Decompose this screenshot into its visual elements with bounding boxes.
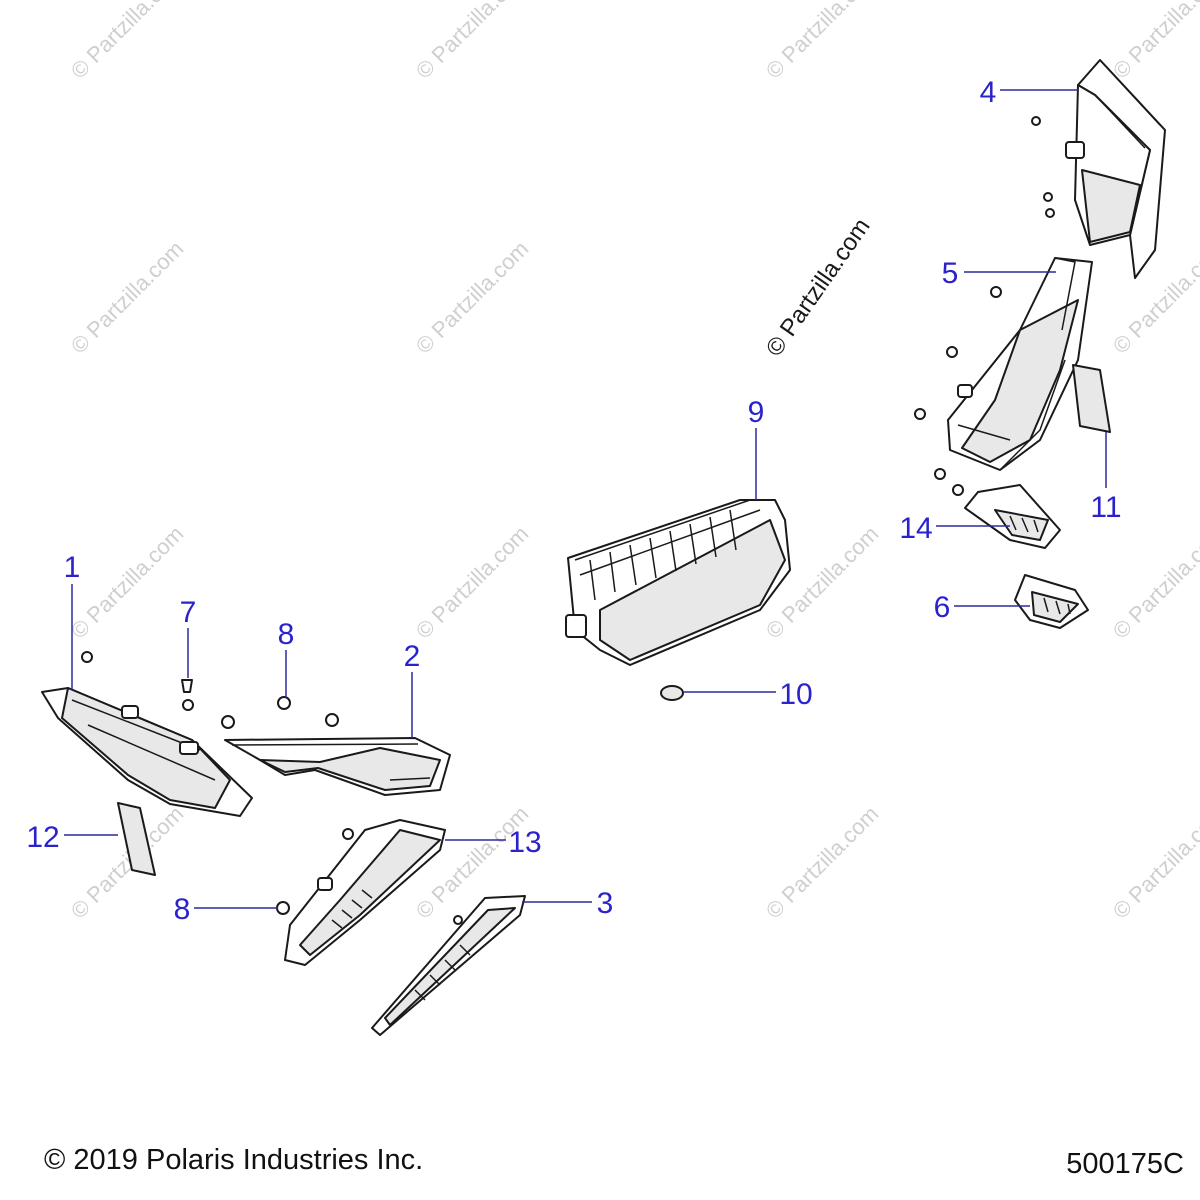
watermark: © Partzilla.com <box>761 801 884 924</box>
callout-9: 9 <box>748 396 765 429</box>
leader-lines <box>64 89 1107 909</box>
callout-8-upper: 8 <box>278 618 295 651</box>
callout-10: 10 <box>779 678 812 711</box>
watermark-main: © Partzilla.com <box>761 213 876 361</box>
part-14-lamp <box>964 484 1061 549</box>
callout-8-lower: 8 <box>174 893 191 926</box>
watermark: © Partzilla.com <box>411 236 534 359</box>
part-10-grommet <box>660 685 684 701</box>
callout-1: 1 <box>64 551 81 584</box>
part-2-lamp <box>224 737 451 796</box>
copyright-text: © 2019 Polaris Industries Inc. <box>44 1144 424 1176</box>
callout-3: 3 <box>597 887 614 920</box>
callout-13: 13 <box>508 826 541 859</box>
part-4-housing <box>1031 59 1166 279</box>
watermark: © Partzilla.com <box>1108 236 1200 359</box>
watermark: © Partzilla.com <box>1108 801 1200 924</box>
watermark: © Partzilla.com <box>66 0 189 84</box>
callout-2: 2 <box>404 640 421 673</box>
watermark: © Partzilla.com <box>411 521 534 644</box>
part-11-lens <box>1072 364 1111 433</box>
callout-5: 5 <box>942 257 959 290</box>
part-13-lamp <box>276 819 446 966</box>
part-5-lamp <box>914 257 1093 496</box>
watermark: © Partzilla.com <box>1108 0 1200 84</box>
watermark: © Partzilla.com <box>1108 521 1200 644</box>
part-8-nut-upper <box>221 696 339 729</box>
callout-12: 12 <box>26 821 59 854</box>
diagram-id: 500175C <box>1066 1148 1184 1180</box>
part-1-housing <box>41 651 253 817</box>
watermark: © Partzilla.com <box>66 236 189 359</box>
part-12-lens <box>117 802 156 876</box>
part-7-fastener <box>181 679 194 711</box>
part-9-module <box>565 499 791 666</box>
callout-7: 7 <box>180 596 197 629</box>
callout-11: 11 <box>1090 491 1121 524</box>
watermark: © Partzilla.com <box>761 0 884 84</box>
part-6-lamp <box>1014 574 1089 629</box>
callout-6: 6 <box>934 591 951 624</box>
watermark: © Partzilla.com <box>411 0 534 84</box>
callouts: 1 2 3 4 5 6 7 8 8 9 10 11 12 13 14 <box>26 76 1121 926</box>
callout-4: 4 <box>980 76 997 109</box>
part-3-bezel <box>371 895 526 1036</box>
callout-14: 14 <box>899 512 932 545</box>
watermark: © Partzilla.com <box>66 521 189 644</box>
